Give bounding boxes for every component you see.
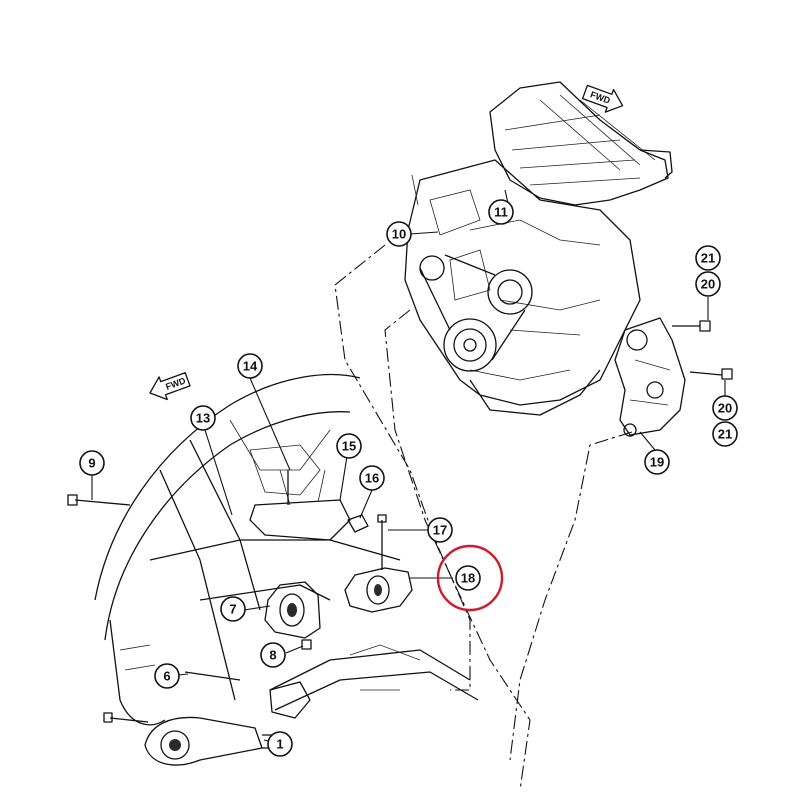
callout-18: 18 — [455, 565, 481, 591]
transmission-mount — [344, 540, 413, 613]
svg-text:6: 6 — [163, 669, 170, 684]
svg-text:9: 9 — [88, 456, 95, 471]
svg-text:20: 20 — [718, 401, 732, 416]
fwd-label-top: FWD — [589, 89, 612, 106]
callout-21-lower: 21 — [712, 421, 738, 447]
body-frame — [94, 373, 479, 726]
right-mount-bracket — [614, 317, 686, 437]
callout-7: 7 — [220, 596, 246, 622]
callout-6: 6 — [154, 663, 180, 689]
engine-group-outline — [334, 244, 471, 691]
callout-8: 8 — [260, 642, 286, 668]
svg-text:1: 1 — [276, 737, 283, 752]
callout-11: 11 — [488, 199, 514, 225]
bolt-8 — [301, 639, 312, 650]
left-mount — [264, 581, 321, 639]
svg-text:14: 14 — [243, 359, 258, 374]
svg-text:11: 11 — [494, 205, 508, 220]
bracket-group-outline — [509, 431, 633, 761]
callout-9: 9 — [79, 450, 105, 476]
callout-15: 15 — [336, 433, 362, 459]
callout-20-upper: 20 — [695, 271, 721, 297]
callout-17: 17 — [427, 517, 453, 543]
callout-21-upper: 21 — [695, 245, 721, 271]
bolt-upper-right — [672, 320, 711, 332]
bolt-lower-right — [689, 368, 733, 380]
svg-text:20: 20 — [701, 277, 715, 292]
callout-13: 13 — [190, 405, 216, 431]
svg-text:18: 18 — [461, 571, 475, 586]
svg-text:21: 21 — [701, 251, 715, 266]
bolt-17 — [377, 514, 387, 540]
svg-text:15: 15 — [342, 439, 356, 454]
engine-assembly — [404, 81, 673, 416]
callout-1: 1 — [267, 731, 293, 757]
svg-text:13: 13 — [196, 411, 210, 426]
fwd-arrow-top: FWD — [581, 84, 624, 113]
svg-text:7: 7 — [229, 602, 236, 617]
leader-lines — [91, 189, 726, 745]
svg-text:17: 17 — [433, 523, 447, 538]
nut-16 — [347, 514, 369, 533]
bolt-6 — [103, 671, 241, 723]
highlight-ring — [436, 544, 504, 612]
svg-text:8: 8 — [269, 648, 276, 663]
bolt-9 — [67, 494, 131, 506]
callout-10: 10 — [386, 221, 412, 247]
svg-text:21: 21 — [718, 427, 732, 442]
mount-group-outline — [384, 309, 531, 791]
callout-20-lower: 20 — [712, 395, 738, 421]
fwd-arrow-left: FWD — [149, 372, 191, 401]
callout-14: 14 — [237, 353, 263, 379]
fwd-label-left: FWD — [164, 375, 187, 392]
svg-text:19: 19 — [650, 455, 664, 470]
svg-text:10: 10 — [392, 227, 406, 242]
svg-text:16: 16 — [365, 471, 379, 486]
callout-19: 19 — [644, 449, 670, 475]
callout-16: 16 — [359, 465, 385, 491]
